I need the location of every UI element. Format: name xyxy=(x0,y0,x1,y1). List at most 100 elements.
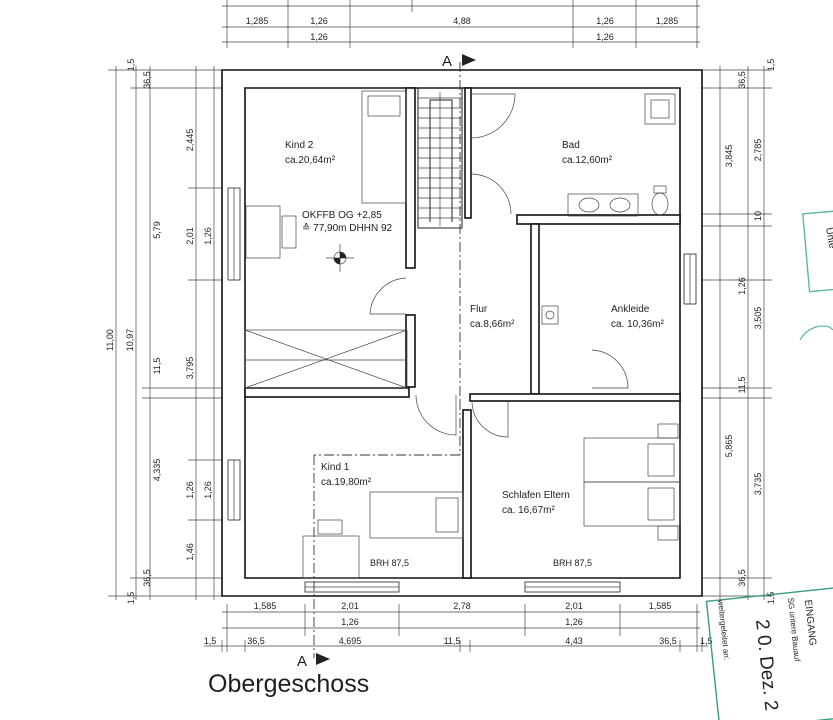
section-line: A A xyxy=(297,53,476,670)
dim-right-9: 36,5 xyxy=(737,569,747,587)
dim-left-1: 1,5 xyxy=(126,59,136,72)
shower-tray xyxy=(644,93,676,125)
room-name-bad: Bad xyxy=(562,140,580,151)
dim-left-3: 2,445 xyxy=(185,129,195,152)
room-area-flur: ca.8,66m² xyxy=(470,319,515,330)
sill-height-right: BRH 87,5 xyxy=(553,558,592,568)
dim-top-6: 1,26 xyxy=(310,32,328,42)
sill-height-left: BRH 87,5 xyxy=(370,558,409,568)
dim-bottom-1: 1,585 xyxy=(254,601,277,611)
room-area-ankleide: ca. 10,36m² xyxy=(611,319,664,330)
dim-left-window-upper: 1,26 xyxy=(203,227,213,245)
dim-right-2: 36,5 xyxy=(737,71,747,89)
plan-title: Obergeschoss xyxy=(208,670,369,698)
door-bad xyxy=(470,93,516,139)
section-label-bottom: A xyxy=(297,653,307,670)
bottom-dimension-chain: 1,585 2,01 2,78 2,01 1,585 1,26 1,26 1,5… xyxy=(204,601,713,652)
dim-left-4: 2,01 xyxy=(185,227,195,245)
dim-left-window-lower: 1,26 xyxy=(203,481,213,499)
dim-right-8: 3,735 xyxy=(753,473,763,496)
dim-bottom-12: 4,43 xyxy=(565,636,583,646)
doors xyxy=(369,93,629,438)
bed-parents-2 xyxy=(583,481,681,527)
room-name-flur: Flur xyxy=(470,304,488,315)
door-ankleide xyxy=(591,349,629,389)
dim-right-6: 3,505 xyxy=(753,307,763,330)
dim-bottom-7: 1,26 xyxy=(565,617,583,627)
room-area-kind1: ca.19,80m² xyxy=(321,477,372,488)
room-name-kind2: Kind 2 xyxy=(285,140,314,151)
room-name-schlafen: Schlafen Eltern xyxy=(502,490,570,501)
dim-left-2: 36,5 xyxy=(142,71,152,89)
dim-bottom-2: 2,01 xyxy=(341,601,359,611)
dim-bottom-10: 4,695 xyxy=(339,636,362,646)
dim-left-5: 3,795 xyxy=(185,357,195,380)
dim-bottom-4: 2,01 xyxy=(565,601,583,611)
dim-left-room-upper: 5,79 xyxy=(152,221,162,239)
dim-right-outer-upper: 3,845 xyxy=(724,145,734,168)
right-dimension-chain: 1,5 36,5 2,785 10 1,26 3,505 11,5 3,735 … xyxy=(702,59,776,605)
section-arrow-bottom xyxy=(316,653,330,665)
top-dimension-chain: 1,285 1,26 4,88 1,26 1,285 1,26 1,26 xyxy=(222,0,700,48)
sink-1 xyxy=(578,197,600,213)
dim-top-5: 1,285 xyxy=(656,16,679,26)
toilet xyxy=(651,192,669,216)
door-kind1 xyxy=(415,394,457,436)
walls xyxy=(221,69,703,597)
dim-bottom-8: 1,5 xyxy=(204,636,217,646)
room-area-schlafen: ca. 16,67m² xyxy=(502,505,555,516)
left-dimension-chain: 11,00 10,97 5,79 11,5 4,335 1,5 36,5 2,4… xyxy=(105,59,222,605)
stamp-date: 2 0. Dez. 2 xyxy=(751,618,781,712)
dim-left-room-wall: 11,5 xyxy=(152,358,162,375)
dim-top-7: 1,26 xyxy=(596,32,614,42)
dim-left-9: 1,5 xyxy=(126,592,136,605)
dim-bottom-5: 1,585 xyxy=(649,601,672,611)
room-area-kind2: ca.20,64m² xyxy=(285,155,336,166)
elevation-note-line2: ≙ 77,90m DHHN 92 xyxy=(302,222,393,234)
dim-left-8: 36,5 xyxy=(142,569,152,587)
dim-bottom-14: 1,5 xyxy=(700,636,713,646)
bed-kind2 xyxy=(361,90,407,204)
dim-right-10: 1,5 xyxy=(766,592,776,605)
windows xyxy=(227,187,697,593)
door-kind2 xyxy=(369,277,407,315)
dim-left-inner-total: 10,97 xyxy=(125,329,135,352)
elevation-marker xyxy=(326,244,354,272)
dim-top-4: 1,26 xyxy=(596,16,614,26)
dim-right-5: 1,26 xyxy=(737,277,747,295)
dim-top-1: 1,285 xyxy=(246,16,269,26)
dim-bottom-6: 1,26 xyxy=(341,617,359,627)
bed-kind1 xyxy=(369,491,464,539)
dim-top-3: 4,88 xyxy=(453,16,471,26)
stamp-eingang: EINGANG xyxy=(802,599,818,646)
stamp-upper: Unte xyxy=(799,209,833,341)
sink-2 xyxy=(609,197,631,213)
bed-parents-1 xyxy=(583,437,681,483)
installation-shaft xyxy=(541,305,559,325)
stamp-department: SG untere Bauauf xyxy=(786,597,802,662)
desk-kind1 xyxy=(302,535,360,579)
dim-right-1: 1,5 xyxy=(766,59,776,72)
dim-left-7: 1,46 xyxy=(185,543,195,561)
stamp-lower: weitergeleitet an: SG untere Bauauf EING… xyxy=(705,586,833,720)
stamp-forwarded: weitergeleitet an: xyxy=(716,598,731,660)
room-name-ankleide: Ankleide xyxy=(611,304,650,315)
dim-bottom-11: 11,5 xyxy=(444,636,461,646)
dim-right-4: 10 xyxy=(753,211,763,221)
dim-left-total: 11,00 xyxy=(105,329,115,351)
dim-bottom-13: 36,5 xyxy=(659,636,677,646)
section-label-top: A xyxy=(442,53,452,70)
door-bad-lower xyxy=(470,173,512,215)
dim-bottom-9: 36,5 xyxy=(247,636,265,646)
dim-bottom-3: 2,78 xyxy=(453,601,471,611)
elevation-note-line1: OKFFB OG +2,85 xyxy=(302,210,382,221)
door-schlafen xyxy=(471,400,509,438)
dim-right-3: 2,785 xyxy=(753,139,763,162)
stamp-upper-text: Unte xyxy=(823,227,833,250)
dim-right-outer-lower: 5,865 xyxy=(724,435,734,458)
staircase xyxy=(417,87,463,229)
dim-top-2: 1,26 xyxy=(310,16,328,26)
furniture xyxy=(244,90,681,579)
room-name-kind1: Kind 1 xyxy=(321,462,350,473)
